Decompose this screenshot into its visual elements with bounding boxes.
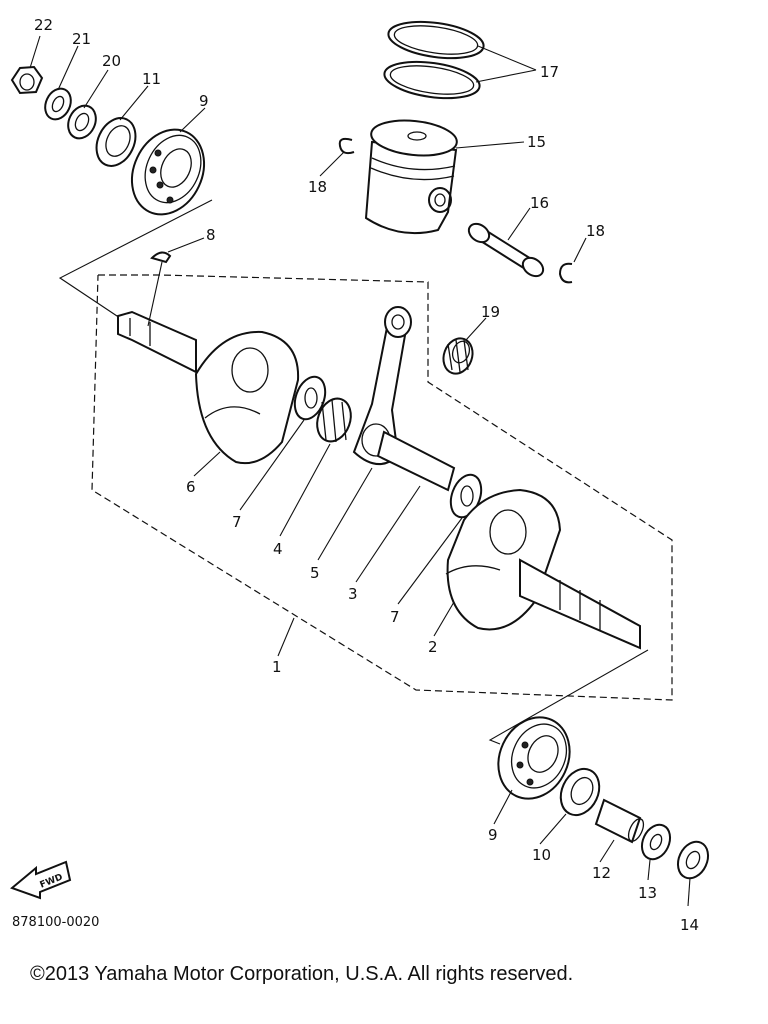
label-5: 5 — [310, 564, 320, 582]
crankshaft-assembly — [117, 306, 641, 650]
label-20: 20 — [102, 52, 121, 70]
label-18-left: 18 — [308, 178, 327, 196]
spacer-12 — [594, 798, 645, 844]
collar-10 — [559, 767, 601, 817]
washer-21 — [44, 87, 72, 121]
label-12: 12 — [592, 864, 611, 882]
leader-lines — [29, 35, 691, 907]
piston-15 — [364, 119, 458, 235]
label-22: 22 — [34, 16, 53, 34]
washer-14 — [676, 840, 710, 880]
label-9-top: 9 — [199, 92, 209, 110]
copyright-notice: ©2013 Yamaha Motor Corporation, U.S.A. A… — [30, 963, 573, 985]
label-18-right: 18 — [586, 222, 605, 240]
circlip-18-left — [338, 137, 355, 155]
label-6: 6 — [186, 478, 196, 496]
bearing-9-top — [131, 128, 205, 216]
washer-13 — [640, 823, 672, 861]
washer-20 — [67, 104, 97, 140]
drawing-code: 878100-0020 — [12, 915, 99, 930]
assembly-outline — [91, 274, 673, 701]
label-14: 14 — [680, 916, 699, 934]
label-7-right: 7 — [390, 608, 400, 626]
label-19: 19 — [481, 303, 500, 321]
woodruff-key-8 — [150, 251, 172, 264]
fwd-arrow-icon: FWD — [10, 860, 72, 900]
oil-seal-11 — [95, 117, 137, 167]
label-11: 11 — [142, 70, 161, 88]
bearing-9-bottom — [497, 716, 571, 800]
label-16: 16 — [530, 194, 549, 212]
label-9-bottom: 9 — [488, 826, 498, 844]
label-1: 1 — [272, 658, 282, 676]
label-21: 21 — [72, 30, 91, 48]
needle-bearing-19 — [442, 337, 474, 375]
circlip-18-right — [558, 262, 573, 284]
label-2: 2 — [428, 638, 438, 656]
label-7-left: 7 — [232, 513, 242, 531]
piston-pin-16 — [467, 222, 545, 278]
part-labels: 22 21 20 11 9 8 17 15 18 16 18 19 6 7 4 … — [34, 16, 699, 934]
label-17: 17 — [540, 63, 559, 81]
label-13: 13 — [638, 884, 657, 902]
label-3: 3 — [348, 585, 358, 603]
label-4: 4 — [273, 540, 283, 558]
label-8: 8 — [206, 226, 216, 244]
label-15: 15 — [527, 133, 546, 151]
nut-22 — [10, 65, 44, 95]
piston-rings-17 — [383, 20, 485, 100]
label-10: 10 — [532, 846, 551, 864]
